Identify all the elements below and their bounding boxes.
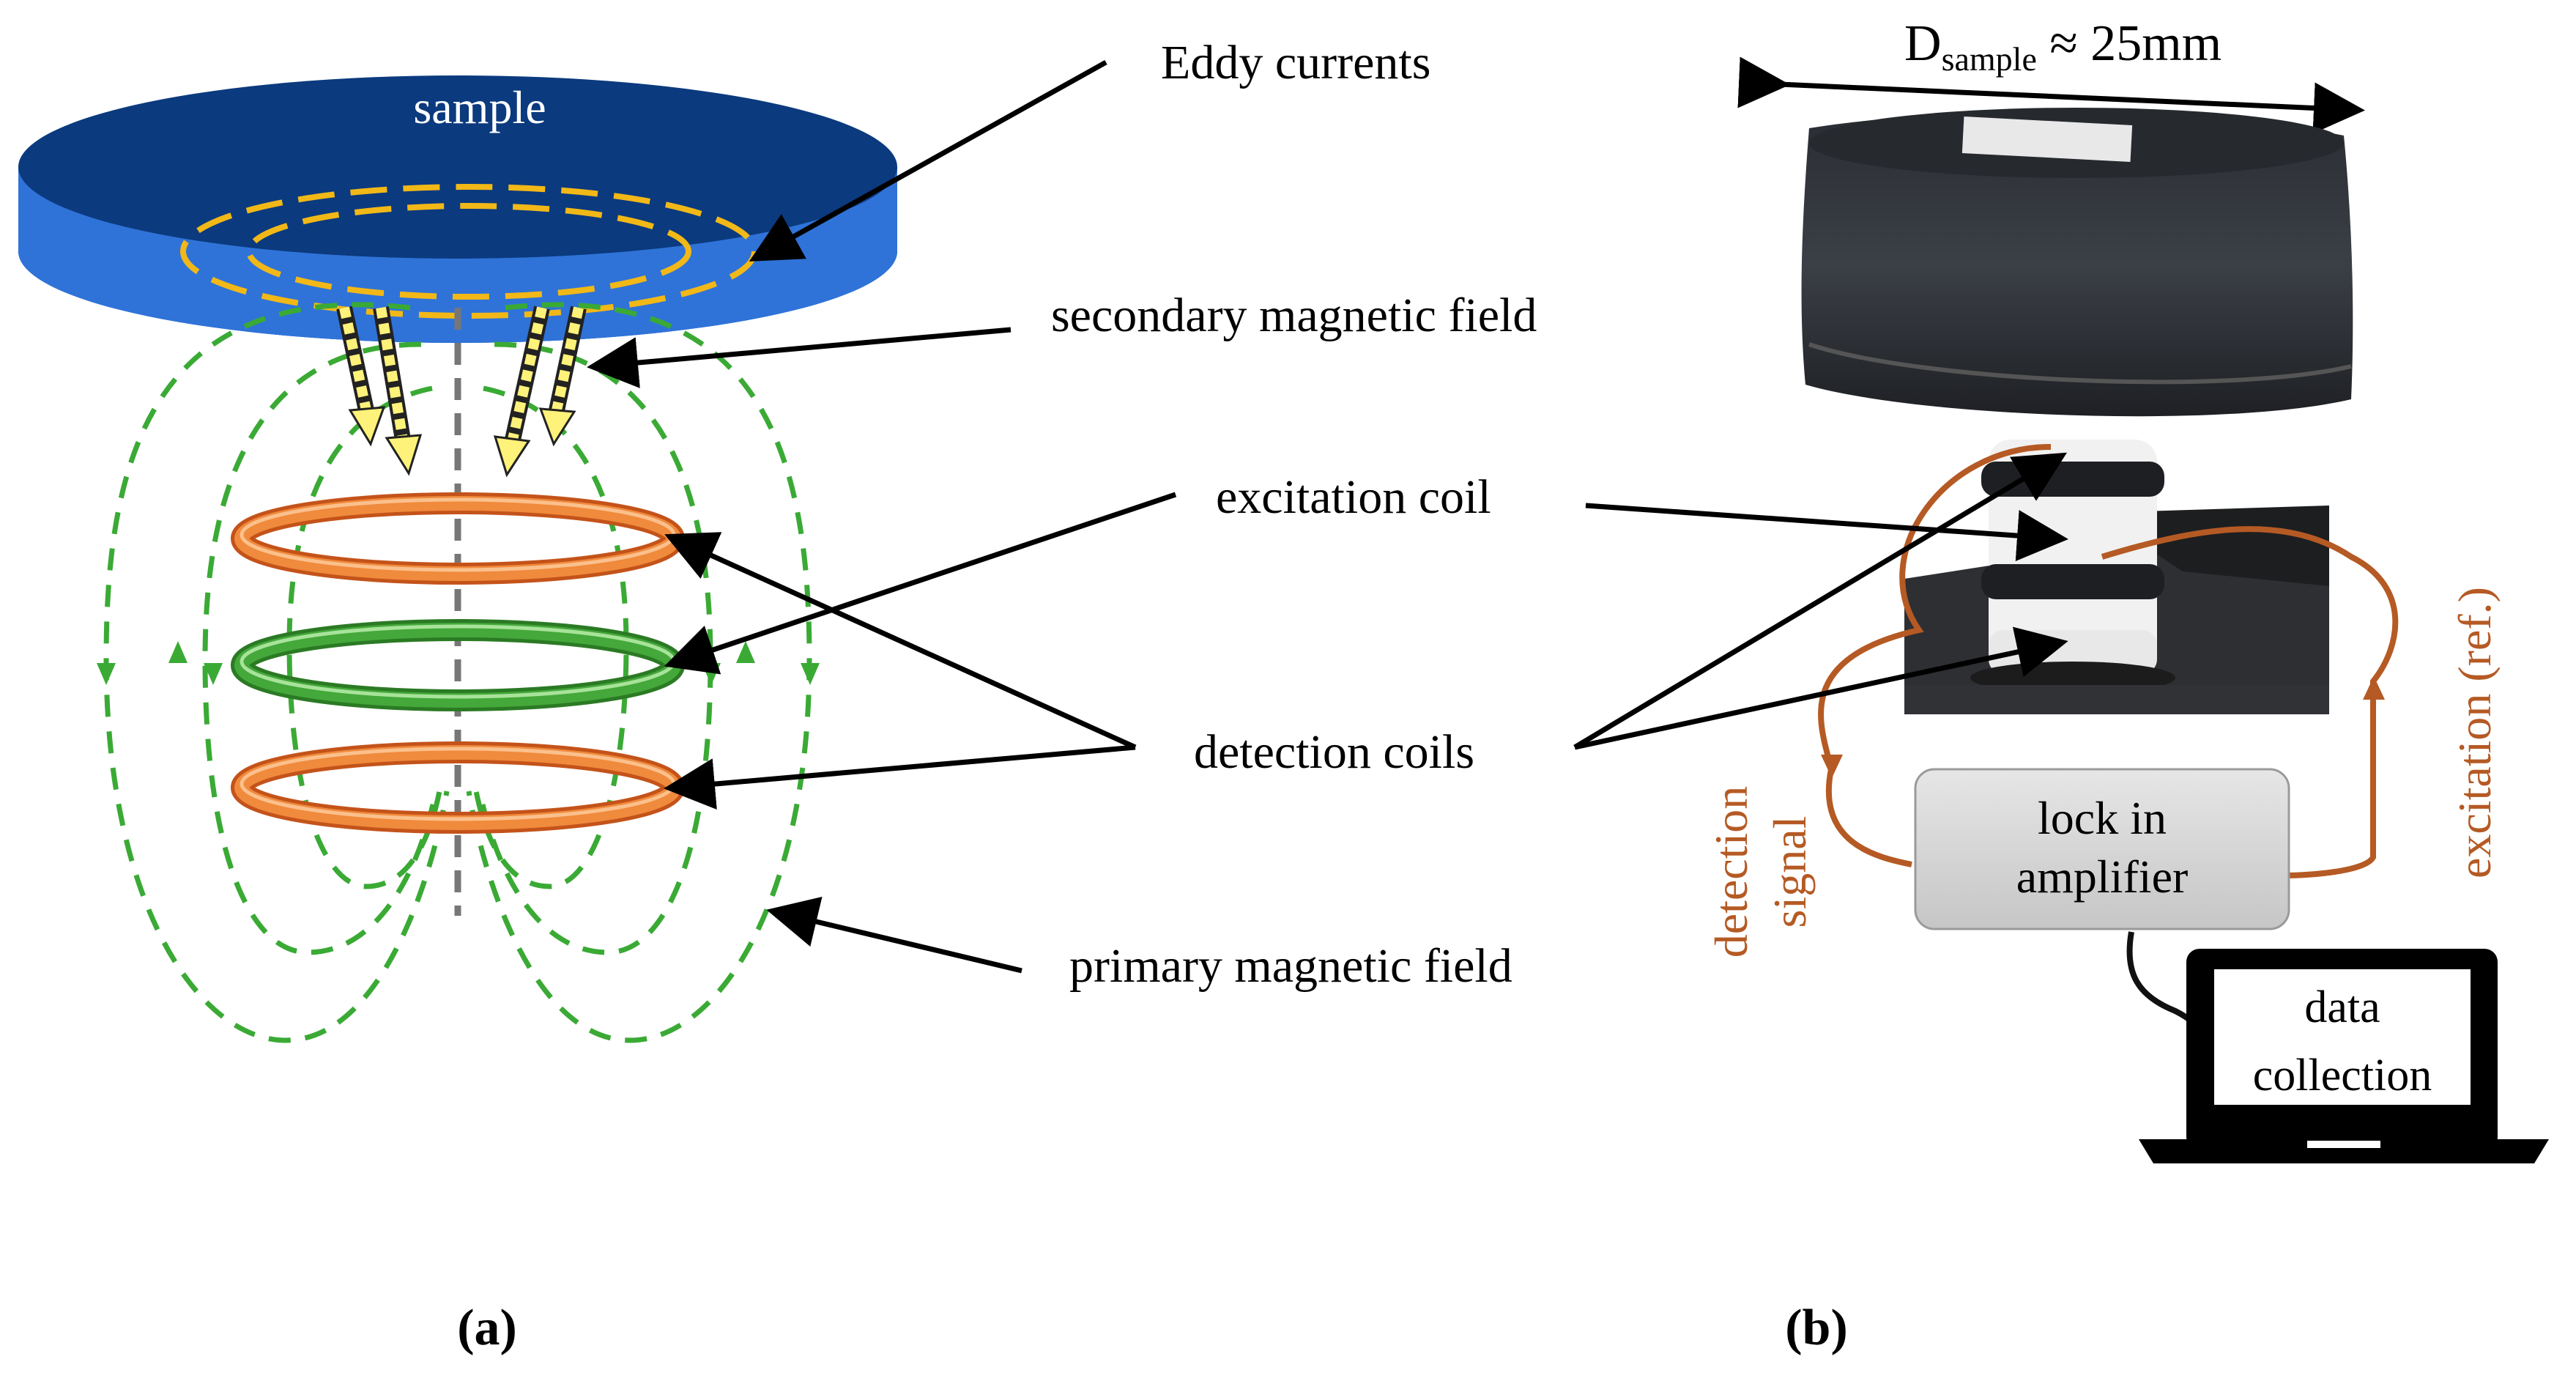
- sample-label: sample: [413, 81, 546, 133]
- diameter-label: Dsample ≈ 25mm: [1904, 15, 2221, 78]
- excitation-coil-label-a: excitation coil: [1216, 470, 1491, 524]
- diameter-arrow: [1737, 56, 2365, 134]
- detection-signal-line1: detection: [1705, 786, 1757, 958]
- wire-arrowheads: [1821, 676, 2385, 778]
- diameter-value: ≈ 25mm: [2037, 15, 2221, 72]
- callout-arrows-b: [1573, 452, 2068, 750]
- callout-arrows-a: [587, 59, 1177, 974]
- panel-b: Dsample ≈ 25mm: [1573, 15, 2549, 1356]
- secondary-field-label: secondary magnetic field: [1051, 289, 1537, 342]
- diameter-subscript: sample: [1942, 40, 2037, 78]
- laptop: [2139, 949, 2549, 1163]
- lock-in-line1: lock in: [2038, 792, 2167, 844]
- laptop-line2: collection: [2253, 1051, 2432, 1100]
- excitation-ref-label: excitation (ref.): [2449, 587, 2501, 878]
- sample-photo: [1801, 108, 2353, 714]
- diameter-symbol: D: [1904, 15, 1942, 72]
- lock-in-line2: amplifier: [2016, 851, 2189, 903]
- eddy-currents-label: Eddy currents: [1161, 36, 1430, 89]
- signal-wires: [1818, 444, 2399, 878]
- secondary-field-arrows: [336, 306, 587, 478]
- lock-in-amplifier-box: [1914, 768, 2290, 930]
- detection-coils-label: detection coils: [1194, 725, 1474, 779]
- primary-field-label: primary magnetic field: [1069, 939, 1512, 993]
- caption-a: (a): [457, 1300, 517, 1356]
- laptop-line1: data: [2304, 982, 2380, 1032]
- caption-b: (b): [1785, 1300, 1848, 1356]
- panel-a: sample: [18, 36, 1537, 1356]
- detection-signal-line2: signal: [1764, 816, 1816, 928]
